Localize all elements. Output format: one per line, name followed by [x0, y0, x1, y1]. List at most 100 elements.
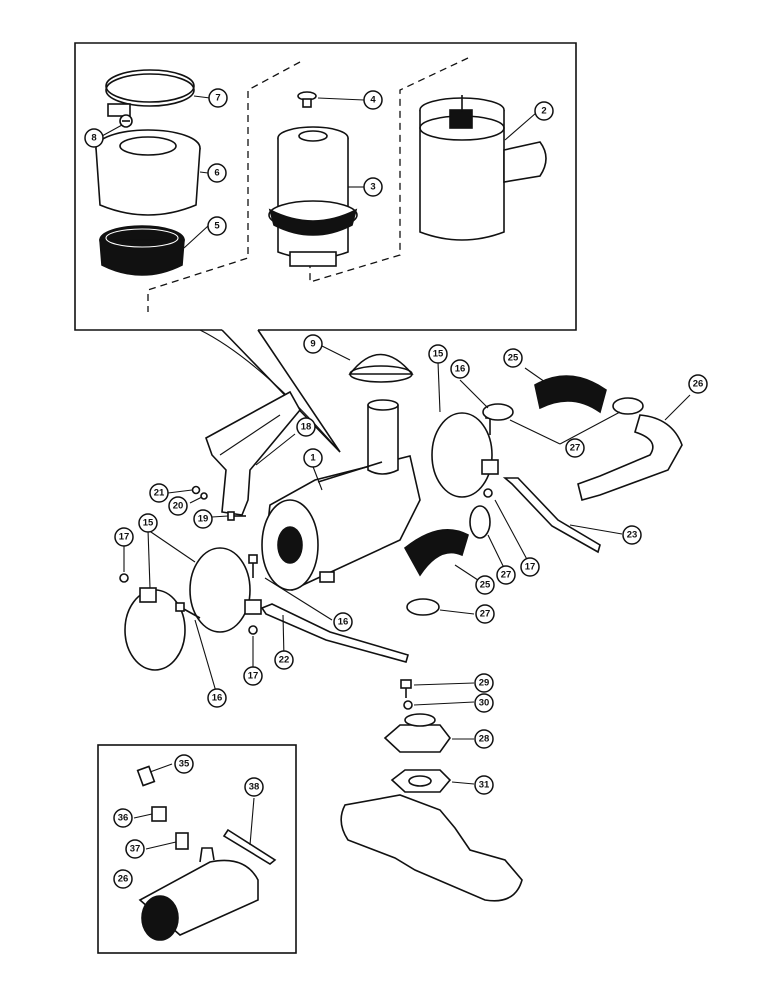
- svg-text:37: 37: [130, 844, 141, 855]
- svg-text:1: 1: [310, 453, 316, 464]
- clamp-band-7: [105, 69, 195, 117]
- svg-text:9: 9: [310, 339, 315, 350]
- cleaner-body-2: [419, 95, 547, 241]
- callout-2: 2: [534, 101, 554, 121]
- svg-text:38: 38: [249, 782, 260, 793]
- svg-text:27: 27: [570, 443, 581, 454]
- callout-16-lower: 16: [207, 688, 227, 708]
- bolt-16-left: [175, 602, 201, 619]
- svg-text:19: 19: [198, 514, 209, 525]
- intake-manifold: [340, 794, 523, 902]
- svg-text:4: 4: [370, 95, 376, 106]
- precleaner-cap-9: [348, 353, 414, 383]
- callout-6: 6: [207, 163, 227, 183]
- washer-20: [200, 492, 208, 500]
- brace-22: [260, 603, 409, 663]
- nut-21: [191, 485, 201, 495]
- callout-17-lower: 17: [243, 666, 263, 686]
- hose-clamp-27-c: [469, 505, 491, 539]
- main-air-cleaner-1: [261, 399, 421, 591]
- brace-23: [502, 477, 601, 554]
- mounting-band-15-upper: [431, 412, 499, 498]
- inset-group-outline-mid: [309, 57, 469, 283]
- bolt-16-mid: [248, 554, 258, 578]
- callout-15-left: 15: [138, 513, 158, 533]
- callout-27-lower: 27: [475, 604, 495, 624]
- svg-text:21: 21: [154, 488, 165, 499]
- svg-text:30: 30: [479, 698, 490, 709]
- svg-text:3: 3: [370, 182, 375, 193]
- gasket-31: [390, 769, 452, 793]
- svg-text:17: 17: [119, 532, 130, 543]
- svg-text:18: 18: [301, 422, 312, 433]
- callout-30: 30: [474, 693, 494, 713]
- nut-17-lower: [248, 625, 258, 635]
- intake-pipe-26: [577, 414, 683, 501]
- elbow-hose-25-upper: [534, 375, 607, 414]
- svg-text:8: 8: [91, 133, 96, 144]
- svg-text:25: 25: [480, 580, 491, 591]
- washer-30: [403, 700, 413, 710]
- callout-17-left: 17: [114, 527, 134, 547]
- svg-text:28: 28: [479, 734, 490, 745]
- heat-shield-18: [205, 390, 301, 516]
- hose-clamp-27-a: [482, 403, 514, 421]
- callout-26-inset: 26: [113, 869, 133, 889]
- elbow-adapter-28: [383, 713, 451, 753]
- wing-nut-8: [119, 114, 133, 128]
- callout-38: 38: [244, 777, 264, 797]
- inset-frame-bottom: [97, 744, 297, 954]
- svg-text:27: 27: [501, 570, 512, 581]
- svg-text:15: 15: [143, 518, 154, 529]
- nut-17-upper: [483, 488, 493, 498]
- fitting-35: [136, 765, 156, 787]
- hose-clamp-27-b: [612, 397, 644, 415]
- filter-element-3: [268, 126, 358, 267]
- nut-17-left: [119, 573, 129, 583]
- callout-27-mid: 27: [496, 565, 516, 585]
- svg-text:35: 35: [179, 759, 190, 770]
- cotter-pin-38: [222, 828, 277, 865]
- callout-26-main: 26: [688, 374, 708, 394]
- mounting-band-15-lower-left: [189, 547, 262, 633]
- callout-27-upper: 27: [565, 438, 585, 458]
- callout-29: 29: [474, 673, 494, 693]
- inset-group-outline-left: [147, 61, 301, 312]
- callout-17-right: 17: [520, 557, 540, 577]
- seal-pad-5: [99, 225, 185, 276]
- callout-16-upper: 16: [450, 359, 470, 379]
- svg-text:5: 5: [214, 221, 220, 232]
- svg-text:15: 15: [433, 349, 444, 360]
- cleaner-cover-6: [95, 129, 201, 216]
- callout-3: 3: [363, 177, 383, 197]
- elbow-hose-25-lower: [403, 528, 469, 577]
- svg-text:17: 17: [525, 562, 536, 573]
- callout-25-lower: 25: [475, 575, 495, 595]
- callout-7: 7: [208, 88, 228, 108]
- svg-text:16: 16: [212, 693, 223, 704]
- svg-text:2: 2: [541, 106, 546, 117]
- svg-text:29: 29: [479, 678, 490, 689]
- intake-pipe-26-detail: [138, 847, 259, 941]
- callout-23: 23: [622, 525, 642, 545]
- inset-frame-top: [74, 42, 577, 453]
- svg-text:23: 23: [627, 530, 638, 541]
- svg-text:27: 27: [480, 609, 491, 620]
- svg-text:36: 36: [118, 813, 129, 824]
- svg-text:7: 7: [215, 93, 220, 104]
- callout-28: 28: [474, 729, 494, 749]
- callout-16-mid: 16: [333, 612, 353, 632]
- fitting-37: [175, 832, 189, 850]
- callout-21: 21: [149, 483, 169, 503]
- hose-clamp-27-d: [406, 598, 440, 616]
- fitting-36: [151, 806, 167, 822]
- bolt-29: [400, 679, 412, 698]
- callout-5: 5: [207, 216, 227, 236]
- callout-15-upper: 15: [428, 344, 448, 364]
- callout-18: 18: [296, 417, 316, 437]
- svg-text:25: 25: [508, 353, 519, 364]
- svg-text:20: 20: [173, 501, 184, 512]
- svg-text:26: 26: [693, 379, 704, 390]
- callout-37: 37: [125, 839, 145, 859]
